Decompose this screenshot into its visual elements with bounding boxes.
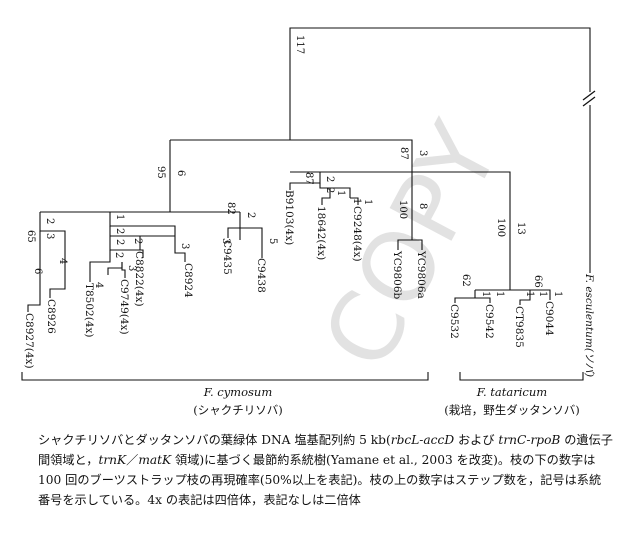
bootstrap-cym: 95 [155, 166, 166, 179]
branch-aa [545, 289, 551, 300]
tip-label-6: C8924 [182, 263, 194, 298]
tip-label-7: C9435 [221, 240, 233, 275]
steps-b: 3 [44, 233, 55, 239]
branch-c [49, 245, 66, 298]
steps-u: 8 [417, 203, 428, 209]
steps-q: 2 [324, 187, 335, 193]
tip-label-5: C8822(4x) [133, 251, 145, 307]
steps-m: 2 [245, 212, 256, 218]
tip-label-17: C9044 [543, 301, 555, 336]
branch-s [330, 187, 351, 198]
tip-label-2: C8926 [45, 299, 57, 334]
tip-label-12: YC9806b [391, 250, 403, 300]
branch-k [107, 262, 123, 275]
tip-label-16: CT9835 [513, 306, 525, 348]
branch-l [121, 262, 126, 278]
cymosum-note: (シャクチリソバ) [193, 403, 282, 417]
branch-sister [170, 139, 413, 172]
branch-x [454, 290, 476, 303]
branch-e [109, 212, 176, 236]
tataricum-note: (栽培，野生ダッタンソバ) [444, 403, 579, 417]
branch-v [412, 171, 511, 290]
break-mark-1 [582, 90, 596, 101]
tip-label-1: C8927(4x) [23, 313, 35, 369]
steps-k: 2 [113, 252, 124, 258]
steps-root: 117 [294, 35, 305, 54]
branch-d [27, 258, 41, 312]
branch-u-split [398, 239, 423, 250]
steps-a: 2 [44, 218, 55, 224]
bootstrap-b: 65 [25, 230, 36, 243]
tip-label-15: C9542 [483, 304, 495, 339]
steps-i: 2 [132, 238, 143, 244]
branch-t [350, 197, 359, 205]
steps-s: 1 [351, 198, 362, 204]
steps-y: 1 [524, 291, 535, 297]
bootstrap-u: 100 [397, 200, 408, 219]
branch-a [39, 212, 66, 245]
tip-label-11: C9248(4x) [351, 206, 363, 262]
bootstrap-q: 87 [303, 172, 314, 185]
copy-watermark: COPY [301, 106, 521, 386]
steps-x: 1 [494, 291, 505, 297]
tip-label-9: B9103(4x) [283, 190, 295, 245]
tip-label-4: C9749(4x) [118, 279, 130, 335]
steps-aa: 1 [552, 291, 563, 297]
tip-label-outgroup: F. esculentum(ソバ) [583, 273, 595, 377]
branch-z [519, 290, 531, 305]
cymosum-bracket [21, 372, 429, 381]
steps-h: 3 [179, 243, 190, 249]
branch-root [289, 27, 591, 140]
cymosum-label: F. cymosum [203, 385, 273, 399]
branch-o [240, 227, 263, 258]
steps-w: 1 [480, 291, 491, 297]
tip-label-14: C9532 [448, 304, 460, 339]
branch-r [319, 183, 331, 205]
bootstrap-x: 66 [532, 275, 543, 288]
steps-l: 3 [126, 265, 137, 271]
branch-m [227, 212, 241, 238]
break-mark-2 [582, 96, 596, 107]
steps-p: 2 [324, 176, 335, 182]
steps-e: 1 [114, 214, 125, 220]
branch-y [475, 297, 491, 303]
branch-i [139, 236, 144, 258]
bootstrap-sf: 87 [398, 147, 409, 160]
steps-t: 1 [362, 199, 373, 205]
tip-label-8: C9438 [255, 258, 267, 293]
steps-o: 5 [267, 238, 278, 244]
tip-label-13: YC9806a [415, 250, 427, 299]
steps-z: 1 [537, 291, 548, 297]
steps-f: 2 [114, 228, 125, 234]
steps-v: 13 [515, 222, 526, 235]
tataricum-label: F. tataricum [476, 385, 547, 399]
tataricum-bracket [459, 372, 584, 381]
steps-r: 1 [335, 190, 346, 196]
bootstrap-v: 100 [495, 218, 506, 237]
steps-c: 4 [57, 258, 68, 264]
branch-q [289, 172, 321, 190]
steps-sf: 3 [417, 150, 428, 156]
steps-n: 3 [220, 238, 231, 244]
steps-cym: 6 [175, 170, 186, 176]
bootstrap-w: 62 [460, 274, 471, 287]
bootstrap-g: 82 [225, 202, 236, 215]
figure-caption: シャクチリソバとダッタンソバの葉緑体 DNA 塩基配列約 5 kb(rbcL-a… [38, 433, 613, 507]
branch-j [89, 250, 111, 282]
steps-j: 4 [93, 282, 104, 288]
steps-d: 6 [32, 268, 43, 274]
tip-label-3: T8502(4x) [83, 283, 95, 338]
tip-label-10: 18642(4x) [315, 206, 327, 260]
branch-h [174, 236, 186, 262]
steps-g: 2 [114, 239, 125, 245]
